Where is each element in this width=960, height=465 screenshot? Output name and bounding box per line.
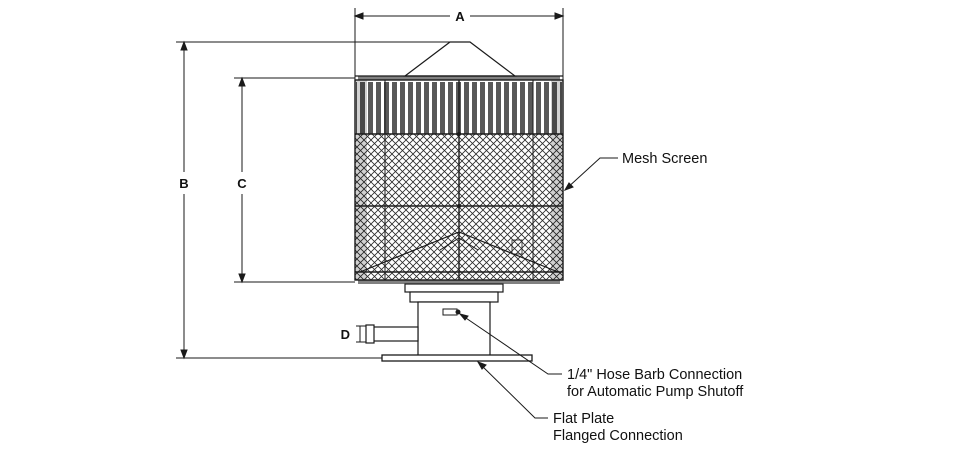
- hose-barb-fitting: [442, 308, 461, 316]
- callout-flat-plate-line1: Flat Plate: [553, 411, 614, 427]
- hose-barb-side-pipe: [365, 324, 419, 344]
- callout-hose-barb-line1: 1/4" Hose Barb Connection: [567, 367, 742, 383]
- callout-flat-plate-line2: Flanged Connection: [553, 428, 683, 444]
- mesh-screen-body: [354, 76, 564, 284]
- dimension-b: [176, 40, 460, 360]
- dimension-d-label: D: [341, 327, 350, 342]
- leader-lines: [458, 157, 618, 419]
- flat-plate-flange: [381, 354, 533, 362]
- inlet-pipe: [404, 283, 504, 359]
- dimension-c-label: C: [237, 176, 247, 191]
- dimension-a: [353, 8, 565, 80]
- callout-hose-barb-line2: for Automatic Pump Shutoff: [567, 384, 744, 400]
- rain-cap: [355, 41, 563, 77]
- callout-mesh-screen: Mesh Screen: [622, 151, 707, 167]
- dimension-a-label: A: [455, 9, 465, 24]
- dimension-c: [234, 76, 355, 284]
- dimension-b-label: B: [179, 176, 188, 191]
